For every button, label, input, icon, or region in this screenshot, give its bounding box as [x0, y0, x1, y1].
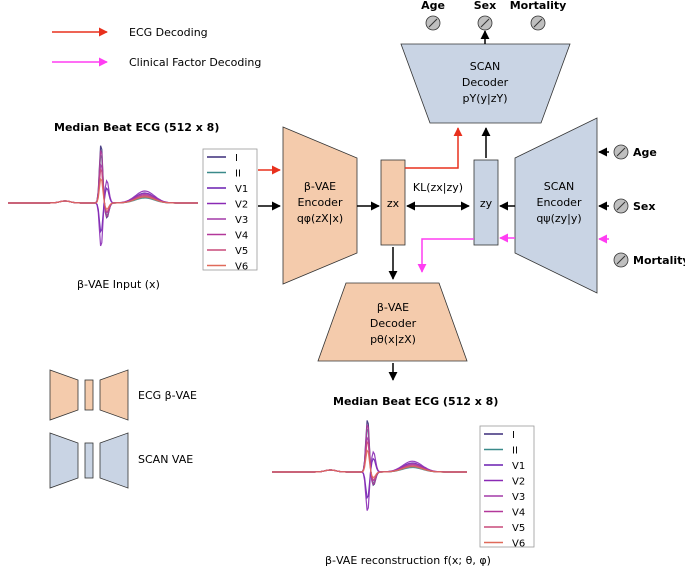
input-ecg-title: Median Beat ECG (512 x 8): [54, 121, 219, 134]
zy-to-decoder-mag-arrow: [417, 238, 474, 273]
output-lead-label-ii: II: [512, 446, 518, 457]
scan-encoder-line3: qψ(zy|y): [536, 212, 581, 225]
zx-label: zx: [387, 197, 400, 210]
output-lead-label-v6: V6: [512, 539, 525, 550]
output-lead-label-v4: V4: [512, 508, 525, 519]
age-knob-icon: [425, 15, 441, 31]
right-factor-sex: Sex: [633, 200, 655, 213]
scan-encoder: SCAN Encoder qψ(zy|y): [514, 117, 598, 294]
scan-decoder-line2: Decoder: [462, 76, 509, 89]
input-lead-legend-box: [202, 148, 258, 271]
top-factor-mortality: Mortality: [510, 0, 567, 12]
output-lead-label-v3: V3: [512, 492, 525, 503]
kl-label: KL(zx|zy): [413, 181, 463, 194]
input-lead-label-v2: V2: [235, 200, 248, 211]
zx-to-scan-decoder-arrow: [405, 127, 463, 169]
clinical-decoding-label: Clinical Factor Decoding: [129, 56, 261, 69]
output-lead-label-i: I: [512, 430, 515, 441]
right-mortality-knob-icon: [613, 252, 629, 268]
decoder-line1: β-VAE: [377, 301, 409, 314]
ecg-beta-vae-legend-label: ECG β-VAE: [138, 389, 197, 402]
right-sex-knob-icon: [613, 198, 629, 214]
scan-encoder-line2: Encoder: [537, 196, 582, 209]
input-lead-label-v6: V6: [235, 262, 248, 273]
input-lead-label-v5: V5: [235, 246, 248, 257]
right-factor-age: Age: [633, 146, 657, 159]
mortality-knob-icon: [530, 15, 546, 31]
input-caption: β-VAE Input (x): [77, 278, 160, 291]
decoding-legend: ECG Decoding Clinical Factor Decoding: [52, 26, 261, 69]
zx-latent: zx: [380, 159, 406, 246]
scan-decoder: SCAN Decoder pY(y|zY): [400, 43, 571, 124]
output-lead-label-v5: V5: [512, 523, 525, 534]
scan-vae-legend-shape: [49, 432, 129, 489]
scan-encoder-line1: SCAN: [544, 180, 574, 193]
input-ecg-plot: [8, 145, 198, 247]
decoder-line3: pθ(x|zX): [370, 333, 416, 346]
scan-decoder-line1: SCAN: [470, 60, 500, 73]
input-lead-label-v3: V3: [235, 215, 248, 226]
right-factors: Age Sex Mortality: [598, 144, 685, 268]
input-ecg-trace-v6: [8, 177, 198, 210]
encoder-line1: β-VAE: [304, 180, 336, 193]
encoder-line2: Encoder: [298, 196, 343, 209]
vae-type-legend: ECG β-VAE SCAN VAE: [49, 369, 197, 489]
input-lead-label-ii: II: [235, 169, 241, 180]
output-ecg-plot: [272, 420, 467, 511]
scan-vae-legend-label: SCAN VAE: [138, 453, 193, 466]
scan-decoder-line3: pY(y|zY): [463, 92, 508, 105]
output-ecg-trace-v6: [272, 449, 467, 479]
decoder-line2: Decoder: [370, 317, 417, 330]
input-lead-label-v1: V1: [235, 184, 248, 195]
top-factors: Age Sex Mortality: [421, 0, 567, 31]
zy-label: zy: [480, 197, 493, 210]
beta-vae-decoder: β-VAE Decoder pθ(x|zX): [317, 282, 468, 362]
input-lead-label-v4: V4: [235, 231, 248, 242]
ecg-decoding-label: ECG Decoding: [129, 26, 208, 39]
zy-latent: zy: [473, 159, 499, 246]
top-factor-sex: Sex: [474, 0, 496, 12]
output-lead-legend-box: [479, 425, 535, 548]
ecg-beta-vae-legend-shape: [49, 369, 129, 421]
input-lead-label-i: I: [235, 153, 238, 164]
top-factor-age: Age: [421, 0, 445, 12]
output-caption: β-VAE reconstruction f(x; θ, φ): [325, 554, 491, 567]
output-ecg-title: Median Beat ECG (512 x 8): [333, 395, 498, 408]
sex-knob-icon: [477, 15, 493, 31]
output-lead-label-v2: V2: [512, 477, 525, 488]
encoder-line3: qφ(zX|x): [297, 212, 343, 225]
right-factor-mortality: Mortality: [633, 254, 685, 267]
beta-vae-encoder: β-VAE Encoder qφ(zX|x): [282, 126, 358, 285]
output-lead-label-v1: V1: [512, 461, 525, 472]
right-age-knob-icon: [613, 144, 629, 160]
